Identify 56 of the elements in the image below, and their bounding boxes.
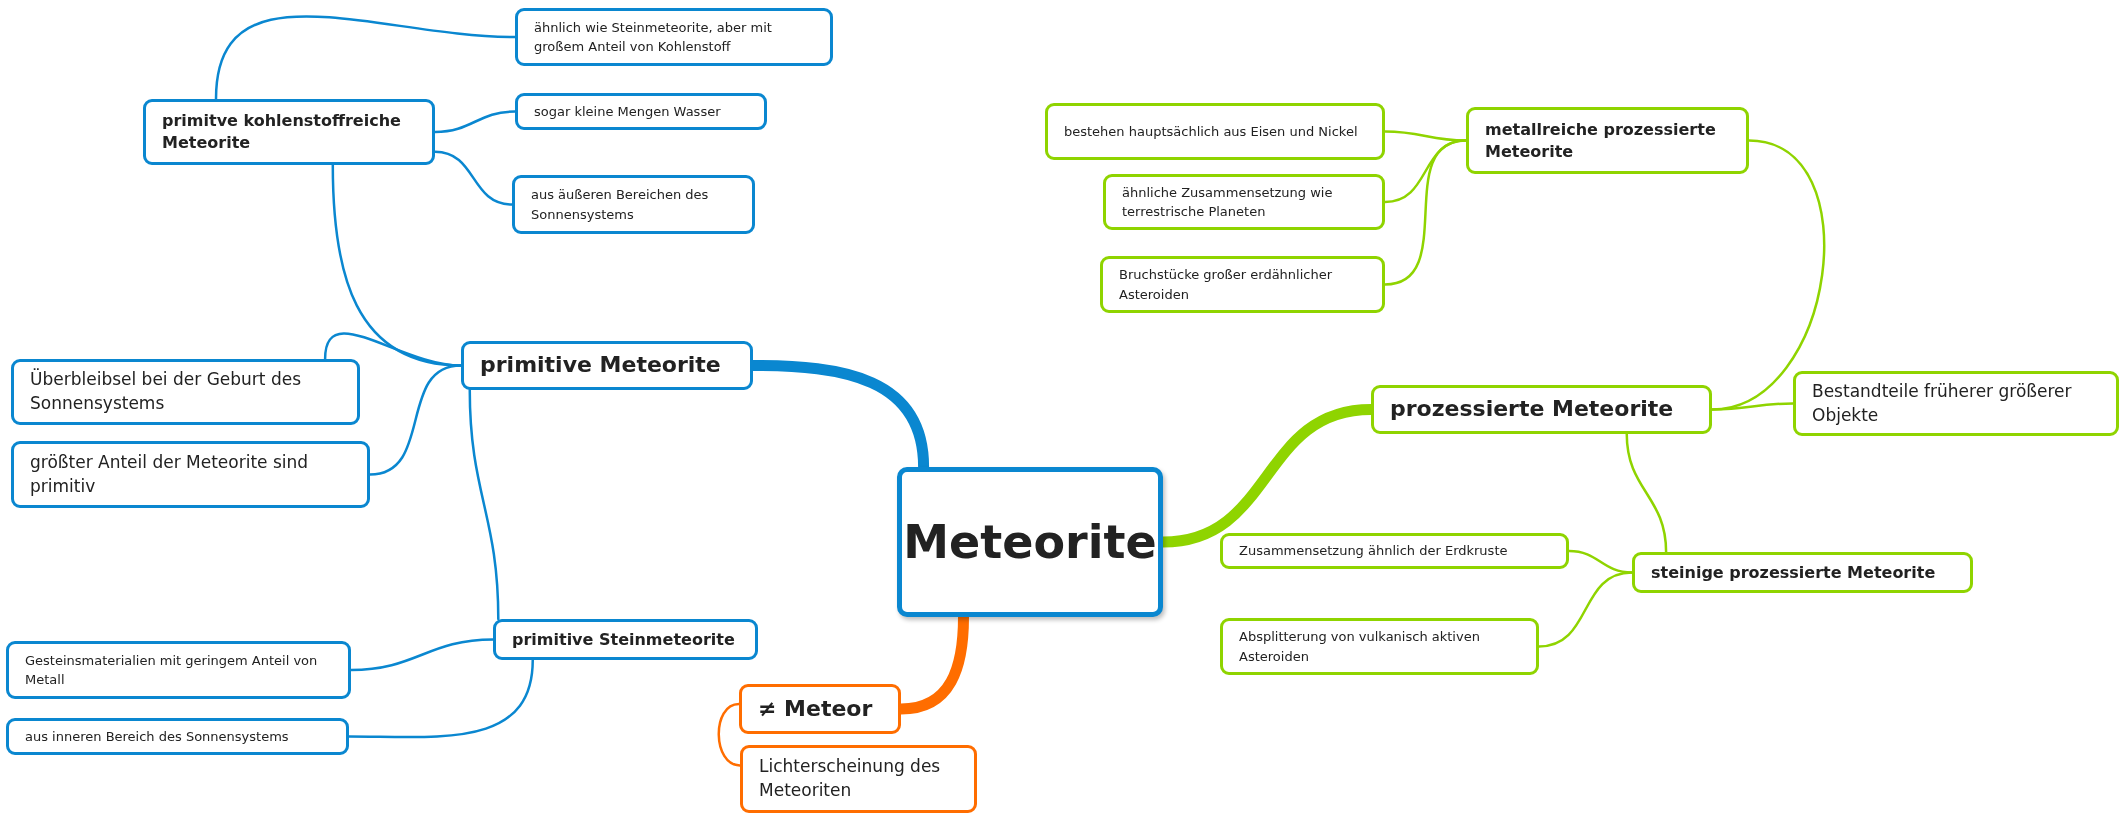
connector-line: [349, 638, 495, 672]
topic-text: prozessierte Meteorite: [1390, 396, 1674, 423]
connector-line: [368, 364, 463, 476]
topic-box: [512, 175, 755, 234]
topic-text: Lichterscheinung des Meteoriten: [759, 755, 942, 802]
connector-line: [1383, 139, 1468, 286]
topic-text: Absplitterung von vulkanisch aktiven Asteroiden: [1239, 628, 1481, 666]
topic-box: [1466, 107, 1749, 174]
topic-box: [1100, 256, 1385, 313]
topic-text: Überbleibsel bei der Geburt des Sonnensystems: [30, 368, 302, 415]
topic-box: [1793, 371, 2119, 436]
topic-box: [1103, 174, 1385, 230]
topic-text: bestehen hauptsächlich aus Eisen und Nickel: [1064, 122, 1358, 141]
topic-box: [1220, 618, 1539, 675]
topic-text: aus äußeren Bereichen des Sonnensystems: [531, 186, 710, 224]
topic-box: [11, 441, 370, 508]
topic-text: primitve kohlenstoffreiche Meteorite: [162, 110, 402, 154]
topic-text: Bestandteile früherer größerer Objekte: [1812, 379, 2073, 427]
connector-line: [1625, 432, 1668, 554]
connector-line: [468, 388, 500, 621]
connector-line: [1537, 571, 1634, 648]
topic-text: sogar kleine Mengen Wasser: [534, 102, 721, 121]
topic-box: [461, 341, 753, 390]
topic-text: metallreiche prozessierte Meteorite: [1485, 118, 1717, 163]
connector-line: [347, 658, 534, 739]
topic-text: Gesteinsmaterialien mit geringem Anteil von Metall: [25, 651, 319, 689]
topic-text: primitive Meteorite: [480, 352, 721, 379]
connector-line: [1710, 402, 1795, 411]
connector-line: [214, 15, 517, 101]
topic-text: aus inneren Bereich des Sonnensystems: [25, 727, 289, 746]
topic-box: [515, 93, 767, 130]
topic-text: Meteorite: [903, 516, 1157, 568]
connector-line: [433, 110, 517, 134]
topic-text: ≠ Meteor: [758, 695, 873, 723]
topic-box: [739, 684, 901, 734]
topic-box: [1220, 533, 1569, 569]
topic-text: steinige prozessierte Meteorite: [1651, 561, 1936, 584]
topic-box: [11, 359, 360, 425]
topic-box: [1371, 385, 1712, 434]
topic-text: größter Anteil der Meteorite sind primitiv: [30, 450, 310, 498]
topic-box: [1045, 103, 1385, 160]
topic-box: [1632, 552, 1973, 593]
topic-box: [493, 619, 758, 660]
connector-line: [433, 150, 514, 206]
topic-box: [740, 745, 977, 813]
topic-text: Bruchstücke großer erdähnlicher Asteroiden: [1119, 266, 1334, 304]
central-topic-box: [897, 467, 1163, 617]
topic-box: [6, 641, 351, 699]
topic-text: ähnlich wie Steinmeteorite, aber mit großem Anteil von Kohlenstoff: [534, 18, 773, 56]
connector-line: [717, 702, 742, 767]
topic-box: [515, 8, 833, 66]
topic-box: [6, 718, 349, 755]
topic-box: [143, 99, 435, 165]
topic-text: primitive Steinmeteorite: [512, 628, 735, 651]
topic-text: Zusammensetzung ähnlich der Erdkruste: [1239, 542, 1508, 561]
topic-text: ähnliche Zusammensetzung wie terrestrische Planeten: [1122, 183, 1334, 221]
